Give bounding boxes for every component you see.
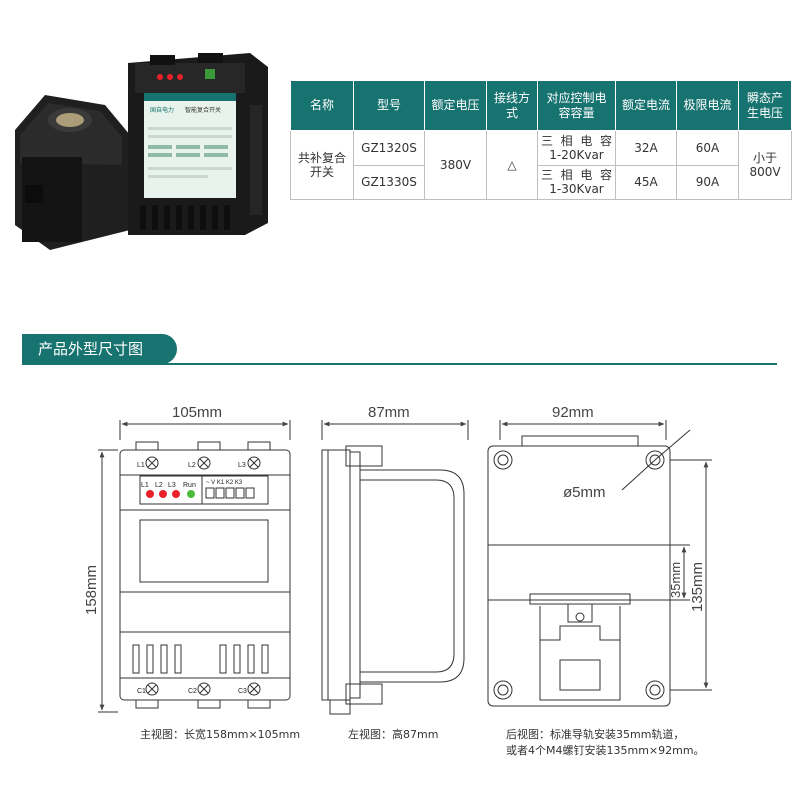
- side-depth-dim: 87mm: [368, 404, 410, 421]
- th-wiring: 接线方式: [486, 80, 538, 131]
- th-limit: 极限电流: [676, 80, 739, 131]
- product-photo: 国自电力 智能复合开关: [15, 53, 268, 250]
- table-row: 共补复合开关 GZ1320S 380V △ 三相电容 1-20Kvar 32A …: [290, 130, 792, 200]
- cell-model-2: GZ1330S: [353, 164, 425, 200]
- back-caption-1: 后视图：标准导轨安装35mm轨道，: [506, 728, 685, 741]
- back-hole-dim: ø5mm: [563, 484, 606, 501]
- term-c2: C2: [188, 688, 197, 695]
- th-capacity: 对应控制电容容量: [537, 80, 616, 131]
- section-title: 产品外型尺寸图: [22, 334, 177, 364]
- cell-limit-2: 90A: [676, 164, 739, 200]
- cell-capacity-1b: 1-20Kvar: [549, 147, 604, 162]
- side-caption: 左视图：高87mm: [348, 728, 439, 741]
- term-l2: L2: [188, 462, 196, 469]
- th-model: 型号: [353, 80, 425, 131]
- led-run: [187, 490, 195, 498]
- back-mount-dim: 135mm: [689, 562, 706, 612]
- led-label-l1: L1: [141, 482, 149, 489]
- cell-wiring: △: [486, 130, 538, 200]
- back-width-dim: 92mm: [552, 404, 594, 421]
- cell-capacity-2: 三相电容 1-30Kvar: [537, 164, 616, 200]
- back-rail-dim: 35mm: [668, 562, 683, 598]
- photo-title: 智能复合开关: [185, 106, 221, 114]
- th-voltage: 额定电压: [424, 80, 487, 131]
- term-l3: L3: [238, 462, 246, 469]
- cell-capacity-2b: 1-30Kvar: [549, 182, 604, 197]
- cell-limit-1: 60A: [676, 130, 739, 166]
- led-label-run: Run: [183, 482, 196, 489]
- cell-voltage: 380V: [424, 130, 487, 200]
- control-pins-label: ~ V K1 K2 K3: [206, 480, 243, 486]
- front-view: [98, 420, 291, 713]
- led-label-l3: L3: [168, 482, 176, 489]
- th-current: 额定电流: [615, 80, 677, 131]
- led-l3: [172, 490, 180, 498]
- side-view: [321, 420, 469, 715]
- cell-current-1: 32A: [615, 130, 677, 166]
- cell-name: 共补复合开关: [290, 130, 354, 200]
- dimension-drawings: L1 L2 L3 L1 L2 L3 Run ~ V K1 K2 K3 C1 C2…: [83, 404, 712, 715]
- term-c3: C3: [238, 688, 247, 695]
- back-view: [487, 420, 712, 707]
- table-row: GZ1330S 三相电容 1-30Kvar 45A 90A: [291, 164, 792, 200]
- front-caption: 主视图：长宽158mm×105mm: [140, 728, 301, 741]
- th-name: 名称: [290, 80, 354, 131]
- led-l1: [146, 490, 154, 498]
- cell-current-2: 45A: [615, 164, 677, 200]
- term-l1: L1: [137, 462, 145, 469]
- cell-model-1: GZ1320S: [353, 130, 425, 166]
- cell-capacity-2a: 三相电容: [541, 168, 612, 183]
- front-width-dim: 105mm: [172, 404, 222, 421]
- cell-capacity-1a: 三相电容: [541, 133, 612, 148]
- cell-transient: 小于800V: [738, 130, 792, 200]
- table-header-row: 名称 型号 额定电压 接线方式 对应控制电容容量 额定电流 极限电流 瞬态产生电…: [290, 80, 792, 131]
- cell-capacity-1: 三相电容 1-20Kvar: [537, 130, 616, 166]
- term-c1: C1: [137, 688, 146, 695]
- th-transient: 瞬态产生电压: [738, 80, 792, 131]
- section-divider: [22, 363, 777, 365]
- back-caption-2: 或者4个M4螺钉安装135mm×92mm。: [506, 744, 705, 757]
- led-label-l2: L2: [155, 482, 163, 489]
- photo-brand: 国自电力: [150, 106, 174, 114]
- led-l2: [159, 490, 167, 498]
- spec-table: 名称 型号 额定电压 接线方式 对应控制电容容量 额定电流 极限电流 瞬态产生电…: [290, 80, 792, 200]
- front-height-dim: 158mm: [83, 565, 100, 615]
